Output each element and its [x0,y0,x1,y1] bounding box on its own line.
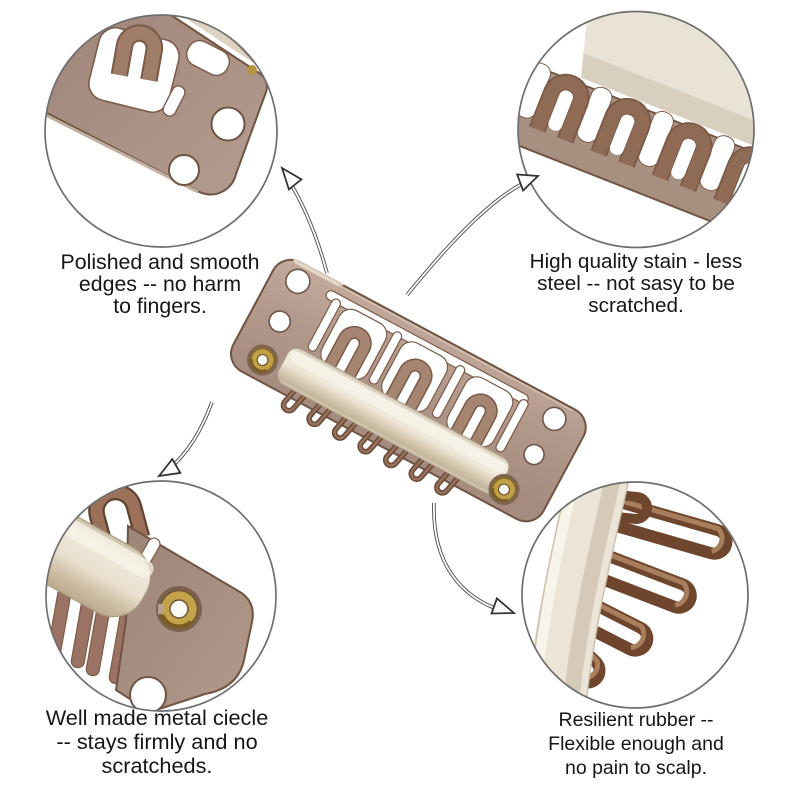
svg-text:Resilient rubber --: Resilient rubber -- [559,709,714,731]
svg-text:Polished and smooth: Polished and smooth [61,250,260,274]
svg-text:scratched.: scratched. [588,294,683,317]
svg-text:scratcheds.: scratcheds. [102,753,213,778]
svg-text:no pain to scalp.: no pain to scalp. [565,757,707,779]
svg-text:to fingers.: to fingers. [113,294,207,318]
svg-text:Well made metal ciecle: Well made metal ciecle [46,705,269,730]
svg-text:Flexible enough and: Flexible enough and [548,733,724,755]
svg-text:High quality stain - less: High quality stain - less [530,250,743,273]
svg-text:-- stays firmly and no: -- stays firmly and no [56,729,257,754]
svg-text:steel -- not sasy to be: steel -- not sasy to be [537,272,735,295]
svg-text:edges -- no harm: edges -- no harm [79,272,241,296]
